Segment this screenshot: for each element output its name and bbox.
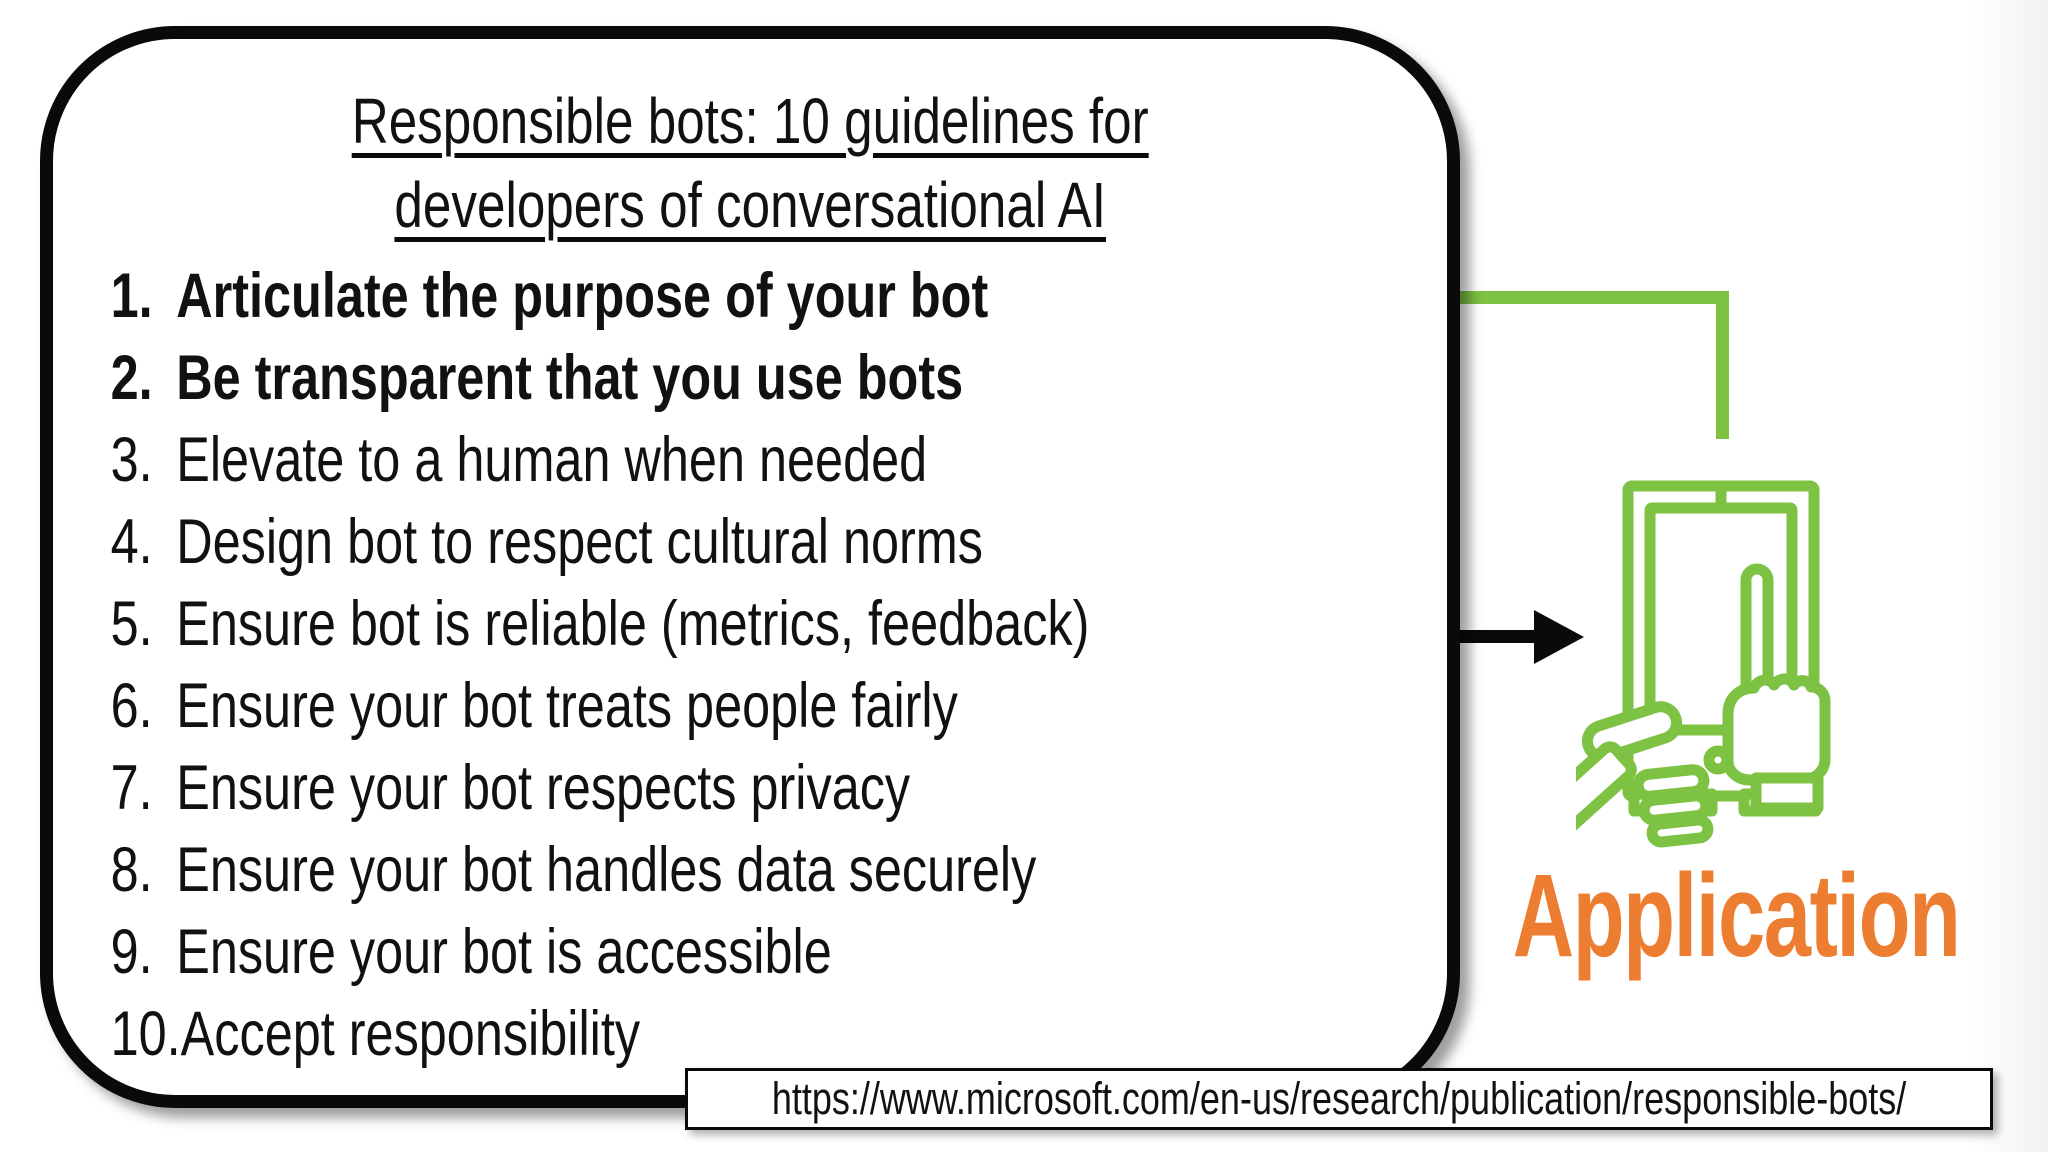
source-url-link[interactable]: https://www.microsoft.com/en-us/research… <box>771 1073 1907 1124</box>
guideline-text: Elevate to a human when needed <box>176 425 928 495</box>
guideline-number: 4. <box>110 507 153 577</box>
left-wrist <box>1576 741 1637 837</box>
guideline-number: 7. <box>110 753 153 823</box>
guideline-text: Be transparent that you use bots <box>176 343 964 413</box>
guidelines-card-content: Responsible bots: 10 guidelines for deve… <box>53 39 1447 1095</box>
right-fist <box>1722 673 1831 786</box>
source-url-box: https://www.microsoft.com/en-us/research… <box>685 1068 1993 1130</box>
guideline-number: 10. <box>110 999 181 1069</box>
guideline-text: Ensure your bot is accessible <box>176 917 832 987</box>
guideline-item-9: 9. Ensure your bot is accessible <box>53 911 1447 993</box>
guideline-text: Ensure your bot treats people fairly <box>176 671 958 741</box>
guideline-item-5: 5. Ensure bot is reliable (metrics, feedb… <box>53 583 1447 665</box>
guideline-text: Ensure your bot respects privacy <box>176 753 911 823</box>
right-cuff <box>1750 772 1824 814</box>
card-title-line1: Responsible bots: 10 guidelines for <box>351 85 1149 157</box>
hand-touching-tablet-icon <box>1576 480 1831 848</box>
guideline-text: Articulate the purpose of your bot <box>176 261 989 331</box>
guideline-number: 9. <box>110 917 153 987</box>
guideline-number: 3. <box>110 425 153 495</box>
guideline-item-6: 6. Ensure your bot treats people fairly <box>53 665 1447 747</box>
guideline-item-3: 3. Elevate to a human when needed <box>53 419 1447 501</box>
guideline-text: Ensure your bot handles data securely <box>176 835 1037 905</box>
guideline-item-1: 1. Articulate the purpose of your bot <box>53 255 1447 337</box>
guideline-item-4: 4. Design bot to respect cultural norms <box>53 501 1447 583</box>
guideline-number: 1. <box>110 261 153 331</box>
card-title-line2: developers of conversational AI <box>394 169 1106 241</box>
guideline-number: 5. <box>110 589 153 659</box>
guideline-number: 8. <box>110 835 153 905</box>
card-title: Responsible bots: 10 guidelines for deve… <box>53 79 1447 247</box>
guideline-text: Design bot to respect cultural norms <box>176 507 983 577</box>
guideline-item-7: 7. Ensure your bot respects privacy <box>53 747 1447 829</box>
guideline-text: Ensure bot is reliable (metrics, feedbac… <box>176 589 1090 659</box>
green-connector-horizontal <box>1453 291 1729 304</box>
guideline-item-10: 10.Accept responsibility <box>53 993 1447 1075</box>
guideline-number: 2. <box>110 343 153 413</box>
arrow-shaft <box>1450 630 1536 643</box>
guidelines-card: Responsible bots: 10 guidelines for deve… <box>40 26 1460 1108</box>
guideline-number: 6. <box>110 671 153 741</box>
green-connector-vertical <box>1716 291 1729 439</box>
guideline-item-8: 8. Ensure your bot handles data securely <box>53 829 1447 911</box>
guideline-text: Accept responsibility <box>180 999 641 1069</box>
guideline-item-2: 2. Be transparent that you use bots <box>53 337 1447 419</box>
guidelines-list: 1. Articulate the purpose of your bot 2. B… <box>53 255 1447 1075</box>
application-label: Application <box>1512 850 1961 982</box>
arrow-head-icon <box>1534 610 1584 664</box>
